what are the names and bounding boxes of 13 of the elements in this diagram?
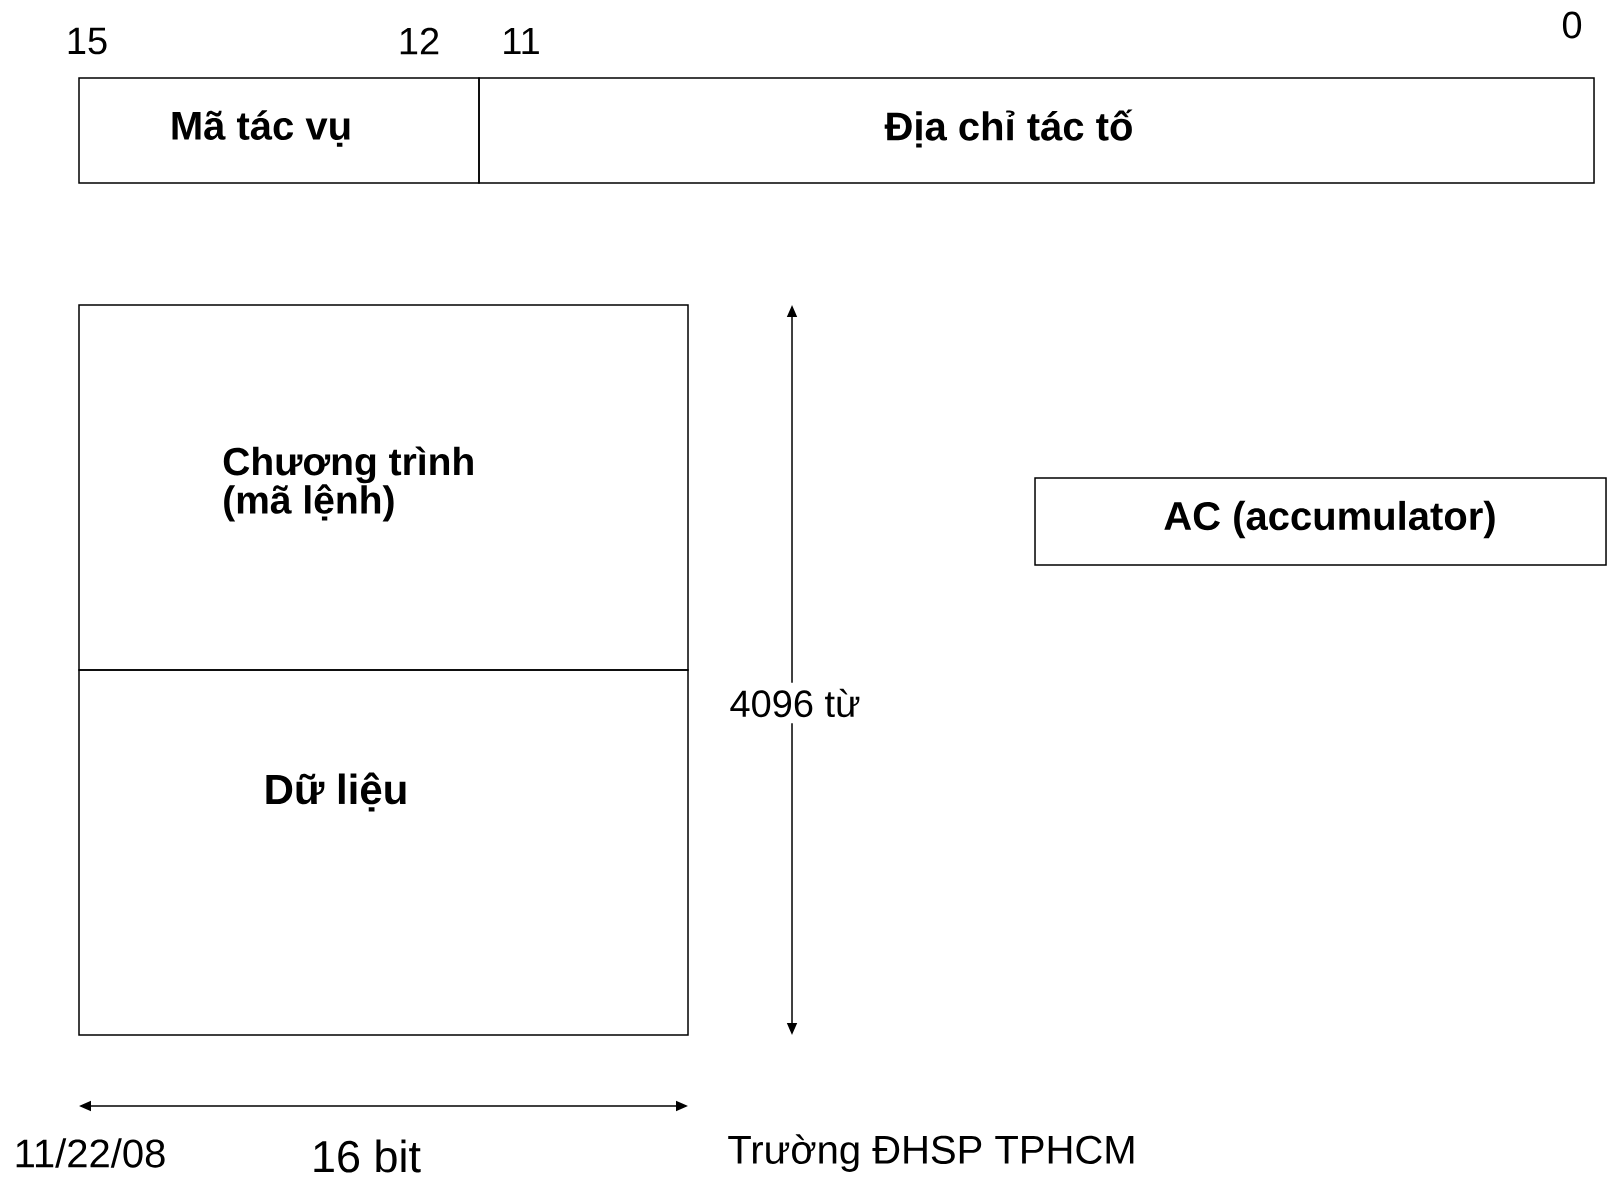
field-box: Mã tác vụ [78, 77, 480, 184]
footer-text: Trường ĐHSP TPHCM [728, 1134, 1134, 1172]
field-box: Địa chỉ tác tố [478, 77, 1595, 184]
dimension-label: 4096 từ [723, 682, 867, 724]
memory-section: Chương trình (mã lệnh) [78, 304, 689, 671]
memory-section: Dữ liệu [78, 669, 689, 1036]
footer-text: 11/22/08 [16, 1138, 165, 1168]
bit-number: 0 [1562, 11, 1582, 39]
bit-number: 12 [400, 27, 439, 55]
bit-number: 15 [68, 27, 107, 55]
dimension-label: 16 bit [314, 1139, 421, 1173]
register-box: AC (accumulator) [1034, 477, 1607, 566]
bit-number: 11 [504, 27, 539, 55]
